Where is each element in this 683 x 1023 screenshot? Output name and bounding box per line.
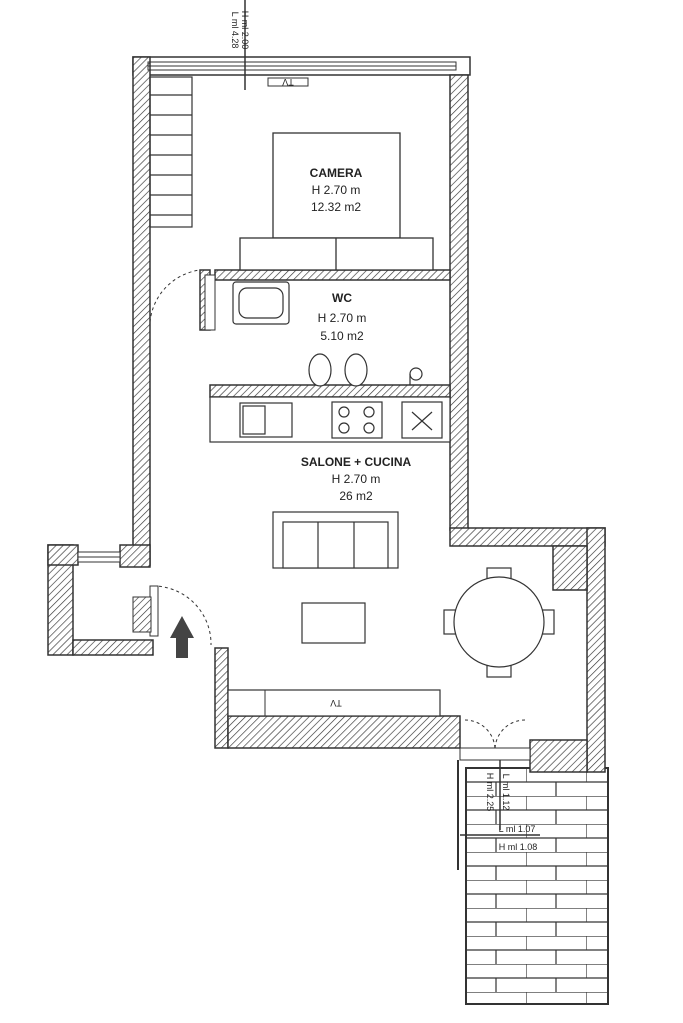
sofa	[272, 511, 399, 569]
entrance-door-swing	[152, 585, 212, 646]
bed	[239, 132, 434, 271]
room-area-camera: 12.32 m2	[311, 200, 361, 214]
tv-top-label: TV	[282, 77, 294, 87]
door-length-label: L ml 1.12	[501, 774, 511, 811]
bedroom-door-swing	[149, 269, 201, 323]
window-balcony-length-label: L ml 1.07	[499, 824, 536, 834]
balcony-door	[459, 719, 540, 836]
coffee-table	[301, 602, 366, 644]
entrance-arrow-icon	[170, 616, 194, 658]
room-height-wc: H 2.70 m	[318, 311, 367, 325]
tv-unit	[227, 689, 441, 717]
room-name-wc: WC	[332, 291, 352, 305]
wc-door	[204, 274, 216, 331]
window-length-label: L ml 4.28	[230, 12, 240, 49]
tv-living-label: TV	[330, 698, 342, 708]
top-window	[147, 0, 457, 90]
balcony	[457, 760, 609, 1005]
room-name-camera: CAMERA	[310, 166, 363, 180]
entrance-cabinet	[132, 596, 152, 633]
room-height-salone: H 2.70 m	[332, 472, 381, 486]
window-balcony-height-label: H ml 1.08	[499, 842, 538, 852]
room-name-salone: SALONE + CUCINA	[301, 455, 412, 469]
tv-top	[267, 77, 309, 87]
window-height-label: H ml 2.00	[240, 11, 250, 50]
kitchen-counter	[209, 396, 451, 443]
entrance-window	[77, 551, 121, 563]
room-height-camera: H 2.70 m	[312, 183, 361, 197]
wardrobe	[149, 76, 193, 228]
wc-fixtures	[232, 281, 423, 387]
door-height-label: H ml 2.25	[485, 773, 495, 812]
room-area-wc: 5.10 m2	[320, 329, 364, 343]
room-area-salone: 26 m2	[339, 489, 373, 503]
dining-table	[443, 567, 555, 678]
